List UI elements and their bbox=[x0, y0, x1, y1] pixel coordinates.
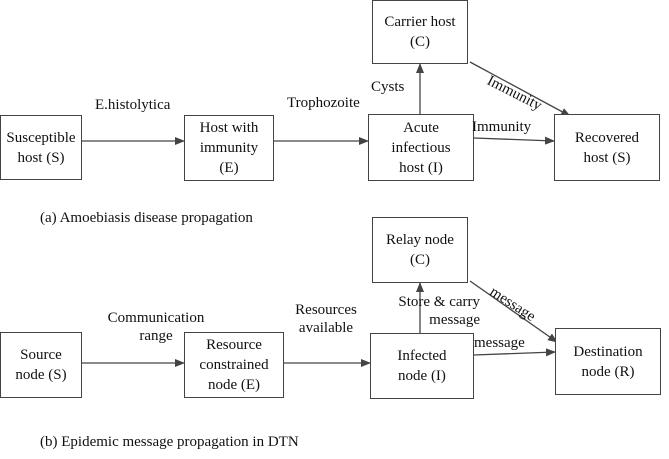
label-a-i-to-r: Immunity bbox=[472, 119, 532, 135]
node-host-with-immunity: Host with immunity (E) bbox=[184, 115, 274, 181]
caption-a: (a) Amoebiasis disease propagation bbox=[40, 210, 253, 226]
node-acute-infectious-host: Acute infectious host (I) bbox=[368, 114, 474, 181]
arrow-b-c-to-r bbox=[469, 280, 558, 343]
node-infected: Infected node (I) bbox=[370, 333, 474, 399]
node-recovered-host: Recovered host (S) bbox=[554, 114, 660, 181]
node-resource-constrained: Resource constrained node (E) bbox=[184, 332, 284, 398]
node-susceptible-host: Susceptible host (S) bbox=[0, 115, 82, 180]
label-b-i-to-c: Store & carry message bbox=[398, 294, 480, 328]
caption-b: (b) Epidemic message propagation in DTN bbox=[40, 434, 299, 450]
label-b-i-to-r: message bbox=[474, 335, 525, 351]
arrow-a-c-to-r bbox=[469, 61, 571, 117]
arrow-b-i-to-r bbox=[473, 348, 556, 357]
label-a-e-to-i: Trophozoite bbox=[287, 95, 360, 111]
node-carrier-host: Carrier host (C) bbox=[372, 0, 468, 64]
label-a-i-to-c: Cysts bbox=[371, 79, 405, 95]
node-relay: Relay node (C) bbox=[372, 217, 468, 283]
node-source: Source node (S) bbox=[0, 332, 82, 398]
label-b-e-to-i: Resources available bbox=[295, 302, 357, 336]
node-destination: Destination node (R) bbox=[555, 328, 661, 395]
label-b-s-to-e: Communication range bbox=[107, 310, 205, 344]
arrow-a-i-to-r bbox=[473, 136, 555, 145]
label-a-s-to-e: E.histolytica bbox=[95, 97, 171, 113]
